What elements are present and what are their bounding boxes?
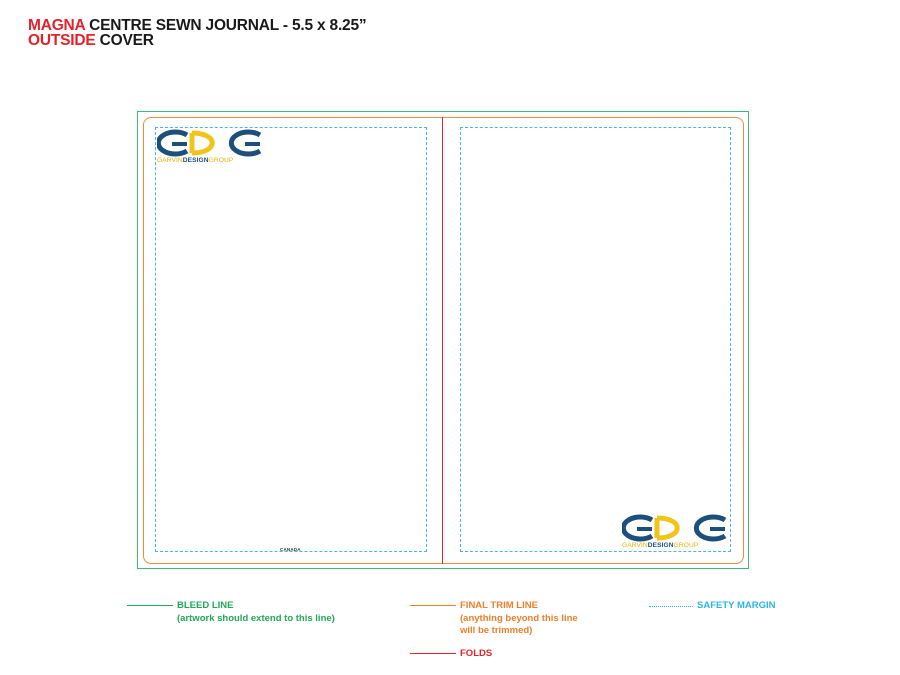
fold-line [442,117,443,564]
trim-line-note-1: (anything beyond this line [460,612,578,624]
document-title: MAGNA CENTRE SEWN JOURNAL - 5.5 x 8.25” … [28,17,367,49]
safety-margin-label: SAFETY MARGIN [697,600,776,611]
title-brand: MAGNA [28,17,85,34]
trim-line-swatch [410,605,456,606]
title-side: OUTSIDE [28,32,96,49]
folds-legend: FOLDS [460,648,492,661]
title-line-1: MAGNA CENTRE SEWN JOURNAL - 5.5 x 8.25” [28,17,367,34]
title-line-2: OUTSIDE COVER [28,32,366,49]
bleed-line-label: BLEED LINE [177,600,234,611]
bleed-line-note: (artwork should extend to this line) [177,612,335,624]
safety-margin-legend: SAFETY MARGIN [697,600,775,613]
bleed-line-box [137,111,749,569]
logo-back-cover: GARVINDESIGNGROUP [157,129,263,164]
title-product: CENTRE SEWN JOURNAL - 5.5 x 8.25” [84,17,367,34]
trim-line-label: FINAL TRIM LINE [460,600,538,611]
trim-line-note-2: will be trimmed) [460,625,533,636]
title-part: COVER [95,32,154,49]
logo-front-cover: GARVINDESIGNGROUP [622,514,728,549]
safety-margin-back-cover [155,127,427,552]
folds-label: FOLDS [460,648,493,659]
logo-wordmark: GARVINDESIGNGROUP [157,157,234,164]
bleed-line-legend: BLEED LINE (artwork should extend to thi… [177,600,335,625]
bleed-line-swatch [127,605,173,606]
country-imprint: CANADA [280,547,301,552]
safety-margin-front-cover [460,127,731,552]
gdg-monogram-icon [622,514,727,542]
gdg-monogram-icon [157,129,262,157]
safety-margin-swatch [649,606,693,607]
trim-line-legend: FINAL TRIM LINE (anything beyond this li… [460,600,578,638]
trim-line-box [143,117,744,564]
folds-swatch [410,653,456,654]
logo-wordmark: GARVINDESIGNGROUP [622,542,699,549]
